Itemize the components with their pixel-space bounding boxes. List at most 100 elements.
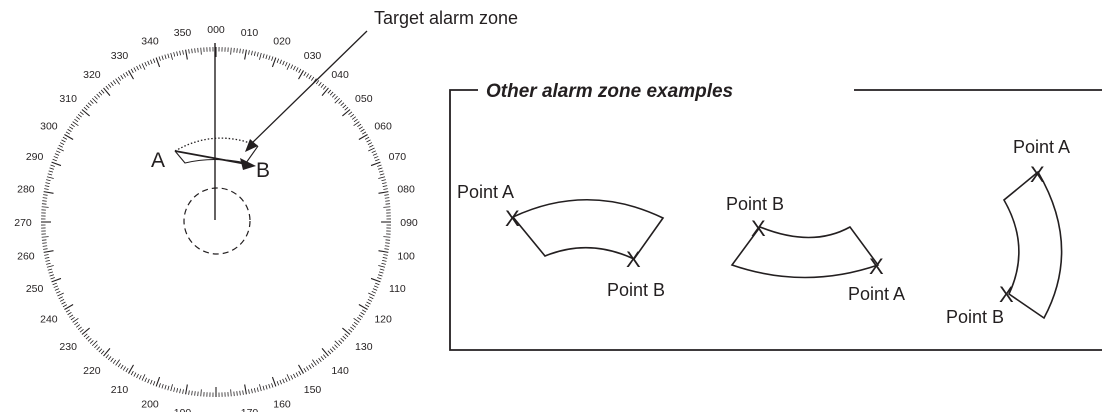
bearing-tick xyxy=(344,106,349,111)
bearing-label: 080 xyxy=(397,184,415,196)
bearing-tick xyxy=(295,67,299,72)
bearing-tick xyxy=(244,384,247,395)
bearing-tick xyxy=(360,128,365,132)
bearing-label: 030 xyxy=(304,50,322,62)
bearing-tick xyxy=(105,85,110,90)
bearing-tick xyxy=(315,359,320,364)
bearing-tick xyxy=(152,381,156,386)
bearing-tick xyxy=(173,387,176,392)
bearing-tick xyxy=(334,344,338,349)
bearing-tick xyxy=(147,378,150,384)
bearing-tick xyxy=(42,197,48,199)
bearing-tick xyxy=(338,340,343,344)
bearing-tick xyxy=(358,126,363,130)
bearing-tick xyxy=(248,389,250,394)
bearing-tick xyxy=(384,194,389,196)
bearing-tick xyxy=(191,390,193,396)
bearing-tick xyxy=(81,109,90,117)
bearing-tick xyxy=(67,128,72,132)
bearing-label: 300 xyxy=(40,121,58,133)
bearing-tick xyxy=(152,58,156,63)
bearing-tick xyxy=(72,121,79,126)
bearing-tick xyxy=(382,257,388,259)
bearing-tick xyxy=(57,292,64,297)
bearing-tick xyxy=(83,106,88,111)
bearing-tick xyxy=(279,59,282,65)
bearing-tick xyxy=(329,91,334,96)
bearing-tick xyxy=(136,373,139,379)
bearing-tick xyxy=(334,95,338,100)
bearing-tick xyxy=(49,167,54,170)
bearing-tick xyxy=(253,51,256,56)
bearing-tick xyxy=(55,150,61,154)
bearing-tick xyxy=(268,55,271,60)
bearing-tick xyxy=(75,116,81,120)
bearing-tick xyxy=(112,359,117,364)
bearing-tick xyxy=(81,327,90,335)
bearing-tick xyxy=(74,321,79,326)
bearing-tick xyxy=(141,63,146,70)
bearing-tick xyxy=(164,54,167,60)
bearing-tick xyxy=(77,113,82,118)
bearing-tick xyxy=(371,150,377,154)
bearing-label: 330 xyxy=(111,50,129,62)
bearing-tick xyxy=(50,164,55,167)
bearing-tick xyxy=(42,242,47,244)
examples-frame xyxy=(449,89,1102,351)
bearing-tick xyxy=(378,271,384,274)
zone1-point-a-mark: X xyxy=(505,206,520,231)
bearing-label: 100 xyxy=(397,251,415,263)
bearing-scale-ticks xyxy=(41,47,391,397)
bearing-tick xyxy=(286,63,291,70)
example-zone-2 xyxy=(730,225,880,279)
bearing-tick xyxy=(271,383,274,388)
bearing-tick xyxy=(170,52,173,60)
bearing-tick xyxy=(383,236,391,238)
bearing-tick xyxy=(58,296,63,300)
bearing-tick xyxy=(133,67,137,72)
bearing-tick xyxy=(251,50,253,56)
bearing-tick xyxy=(117,76,121,81)
bearing-tick xyxy=(286,374,291,381)
bearing-tick xyxy=(378,176,386,179)
bearing-tick xyxy=(372,153,378,156)
bearing-tick xyxy=(46,265,54,268)
bearing-tick xyxy=(321,87,329,96)
bearing-tick xyxy=(303,367,307,373)
bearing-tick xyxy=(155,57,161,68)
bearing-tick xyxy=(194,48,196,53)
bearing-tick xyxy=(312,359,317,366)
bearing-tick xyxy=(188,390,190,395)
bearing-tick xyxy=(150,379,153,385)
bearing-tick xyxy=(61,301,66,305)
bearing-tick xyxy=(242,390,244,395)
bearing-tick xyxy=(58,144,63,148)
bearing-label: 010 xyxy=(241,27,259,39)
bearing-tick xyxy=(256,52,259,57)
bearing-tick xyxy=(133,372,137,377)
bearing-tick xyxy=(85,104,90,109)
examples-heading: Other alarm zone examples xyxy=(486,81,733,102)
bearing-tick xyxy=(327,350,332,355)
bearing-tick xyxy=(259,52,262,60)
bearing-tick xyxy=(284,61,288,67)
bearing-tick xyxy=(87,102,92,107)
bearing-tick xyxy=(53,285,59,288)
bearing-tick xyxy=(378,167,383,170)
bearing-tick xyxy=(150,59,153,65)
zone2-point-a-mark: X xyxy=(869,254,884,279)
bearing-tick xyxy=(141,374,146,381)
bearing-tick xyxy=(306,366,310,371)
bearing-tick xyxy=(378,170,384,173)
bearing-tick xyxy=(318,357,322,363)
bearing-tick xyxy=(340,102,345,107)
bearing-tick xyxy=(130,68,134,74)
bearing-tick xyxy=(315,80,320,85)
bearing-tick xyxy=(115,359,120,366)
zone3-point-a-mark: X xyxy=(1030,162,1045,187)
bearing-tick xyxy=(158,56,161,61)
bearing-tick xyxy=(384,197,390,199)
bearing-tick xyxy=(342,335,347,340)
bearing-tick xyxy=(367,299,373,302)
bearing-tick xyxy=(130,370,134,376)
